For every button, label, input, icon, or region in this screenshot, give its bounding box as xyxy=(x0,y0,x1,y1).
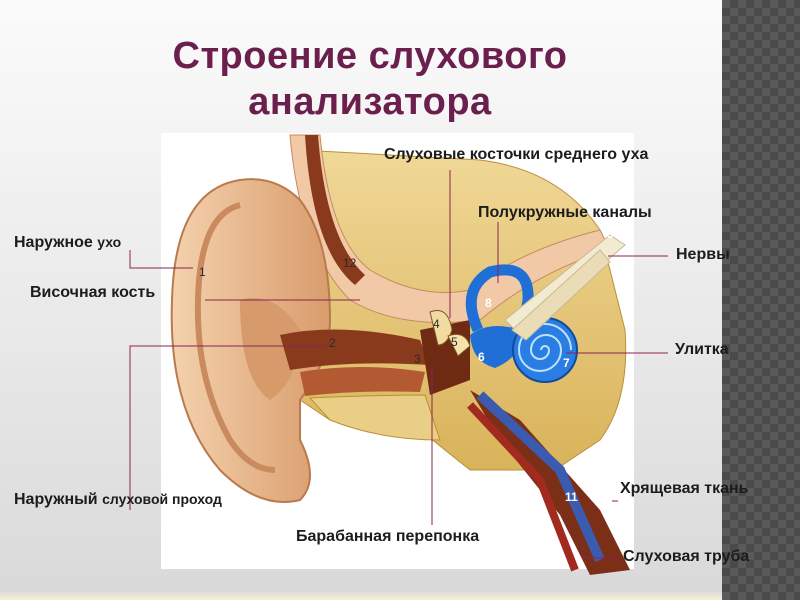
slide-title: Строение слухового анализатора xyxy=(130,33,610,125)
leader-outer-ear xyxy=(129,250,193,269)
slide-bottom-edge xyxy=(0,590,722,600)
ossicle-malleus xyxy=(429,310,453,346)
marker-10: 10 xyxy=(591,490,605,504)
marker-11: 11 xyxy=(565,490,578,504)
tissue-band xyxy=(305,135,365,285)
auricle-inner-fold xyxy=(194,202,276,473)
decorative-side-strip xyxy=(722,0,800,600)
label-semicircular-canals: Полукружные каналы xyxy=(478,204,652,221)
label-nerves: Нервы xyxy=(676,246,730,263)
ossicle-incus xyxy=(447,333,471,357)
label-ossicles: Слуховые косточки среднего уха xyxy=(384,146,649,163)
ear-canal xyxy=(280,329,430,370)
marker-2: 2 xyxy=(329,336,336,350)
canal-lower-bone xyxy=(308,394,441,441)
blood-vessel-blue xyxy=(476,391,605,563)
label-cartilage: Хрящевая ткань xyxy=(620,480,749,497)
title-line-1: Строение слухового xyxy=(172,35,568,77)
marker-1: 1 xyxy=(199,265,206,279)
vestibule xyxy=(470,326,521,368)
title-line-2: анализатора xyxy=(248,81,492,123)
leader-canal xyxy=(129,345,326,510)
vestibular-nerve xyxy=(511,249,611,341)
marker-9: 9 xyxy=(607,227,614,241)
label-outer-ear: Наружное ухо xyxy=(14,233,121,252)
label-ear-canal-part2: слуховой проход xyxy=(102,491,222,507)
label-ear-canal: Наружный слуховой проход xyxy=(14,490,222,509)
leader-lines xyxy=(129,170,668,559)
marker-3: 3 xyxy=(414,352,421,366)
marker-7: 7 xyxy=(563,356,570,370)
label-eardrum: Барабанная перепонка xyxy=(296,528,480,545)
label-ear-canal-part1: Наружный xyxy=(14,491,98,508)
ear-canal-wall xyxy=(300,367,425,396)
marker-4: 4 xyxy=(433,317,440,331)
blood-vessel-red xyxy=(467,402,579,572)
label-outer-ear-part1: Наружное xyxy=(14,234,93,251)
leader-tube xyxy=(581,540,618,559)
marker-6: 6 xyxy=(478,350,485,364)
concha xyxy=(240,298,300,400)
label-outer-ear-part2: ухо xyxy=(97,234,122,250)
marker-5: 5 xyxy=(451,335,458,349)
label-temporal-bone: Височная кость xyxy=(30,284,156,301)
marker-8: 8 xyxy=(485,296,492,310)
marker-12: 12 xyxy=(343,256,357,270)
label-cochlea: Улитка xyxy=(675,341,729,358)
label-eustachian-tube: Слуховая труба xyxy=(623,548,750,565)
